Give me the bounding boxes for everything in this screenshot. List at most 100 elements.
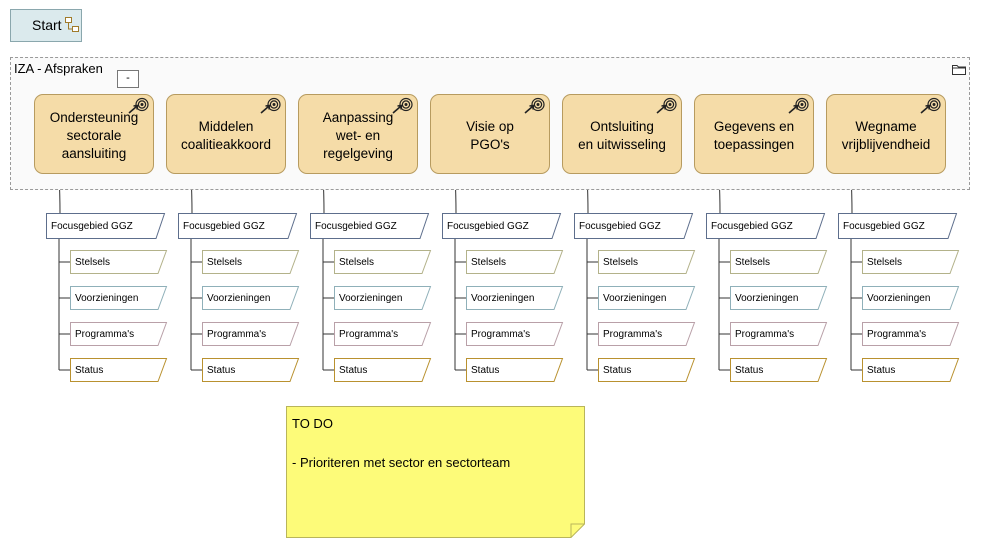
- goal-label: Visie op PGO's: [466, 119, 514, 152]
- item-note[interactable]: Stelsels: [202, 250, 300, 274]
- goal-box[interactable]: Gegevens en toepassingen: [694, 94, 814, 174]
- note-shape: [334, 358, 432, 382]
- note-label: Focusgebied GGZ: [711, 220, 793, 232]
- item-note[interactable]: Programma's: [730, 322, 828, 346]
- goal-box[interactable]: Visie op PGO's: [430, 94, 550, 174]
- item-note[interactable]: Programma's: [70, 322, 168, 346]
- note-shape: [862, 250, 960, 274]
- note-shape: [70, 358, 168, 382]
- item-note[interactable]: Status: [730, 358, 828, 382]
- item-note[interactable]: Stelsels: [862, 250, 960, 274]
- item-note[interactable]: Status: [202, 358, 300, 382]
- note-label: Voorzieningen: [735, 292, 799, 304]
- note-shape: [862, 286, 960, 310]
- focus-note[interactable]: Focusgebied GGZ: [442, 213, 562, 239]
- item-note[interactable]: Stelsels: [70, 250, 168, 274]
- note-label: Focusgebied GGZ: [447, 220, 529, 232]
- focus-note[interactable]: Focusgebied GGZ: [838, 213, 958, 239]
- focus-note[interactable]: Focusgebied GGZ: [178, 213, 298, 239]
- goal-label: Gegevens en toepassingen: [713, 119, 795, 152]
- goal-label: Middelen coalitieakkoord: [180, 119, 272, 152]
- start-label: Start: [32, 17, 62, 33]
- note-label: Programma's: [603, 328, 663, 340]
- todo-note-shape: [286, 406, 585, 538]
- goal-target-icon: [920, 97, 941, 114]
- note-label: Focusgebied GGZ: [843, 220, 925, 232]
- note-shape: [598, 286, 696, 310]
- note-label: Programma's: [207, 328, 267, 340]
- goal-box[interactable]: Ontsluiting en uitwisseling: [562, 94, 682, 174]
- note-shape: [46, 213, 166, 239]
- goal-label: Ontsluiting en uitwisseling: [578, 119, 666, 152]
- note-shape: [862, 358, 960, 382]
- note-label: Programma's: [339, 328, 399, 340]
- focus-note[interactable]: Focusgebied GGZ: [574, 213, 694, 239]
- note-shape: [202, 286, 300, 310]
- note-shape: [730, 322, 828, 346]
- note-shape: [466, 322, 564, 346]
- item-note[interactable]: Status: [598, 358, 696, 382]
- note-label: Focusgebied GGZ: [183, 220, 265, 232]
- item-note[interactable]: Stelsels: [598, 250, 696, 274]
- item-note[interactable]: Stelsels: [730, 250, 828, 274]
- start-node[interactable]: Start: [10, 9, 82, 42]
- focus-note[interactable]: Focusgebied GGZ: [310, 213, 430, 239]
- note-shape: [70, 322, 168, 346]
- note-shape: [598, 250, 696, 274]
- note-label: Status: [471, 364, 500, 376]
- note-shape: [730, 250, 828, 274]
- note-shape: [334, 250, 432, 274]
- note-label: Voorzieningen: [207, 292, 271, 304]
- goal-box[interactable]: Middelen coalitieakkoord: [166, 94, 286, 174]
- goal-target-icon: [788, 97, 809, 114]
- focus-note[interactable]: Focusgebied GGZ: [706, 213, 826, 239]
- note-shape: [466, 250, 564, 274]
- note-label: Focusgebied GGZ: [315, 220, 397, 232]
- item-note[interactable]: Voorzieningen: [202, 286, 300, 310]
- item-note[interactable]: Voorzieningen: [862, 286, 960, 310]
- note-label: Stelsels: [207, 256, 243, 268]
- goal-target-icon: [260, 97, 281, 114]
- note-shape: [442, 213, 562, 239]
- collapse-button[interactable]: -: [117, 70, 139, 88]
- item-note[interactable]: Stelsels: [334, 250, 432, 274]
- goal-box[interactable]: Ondersteuning sectorale aansluiting: [34, 94, 154, 174]
- item-note[interactable]: Status: [862, 358, 960, 382]
- item-note[interactable]: Status: [70, 358, 168, 382]
- note-label: Status: [207, 364, 236, 376]
- note-shape: [598, 322, 696, 346]
- item-note[interactable]: Status: [466, 358, 564, 382]
- note-shape: [70, 250, 168, 274]
- note-shape: [862, 322, 960, 346]
- item-note[interactable]: Voorzieningen: [466, 286, 564, 310]
- note-label: Stelsels: [471, 256, 507, 268]
- item-note[interactable]: Programma's: [466, 322, 564, 346]
- note-shape: [574, 213, 694, 239]
- note-label: Focusgebied GGZ: [579, 220, 661, 232]
- item-note[interactable]: Voorzieningen: [70, 286, 168, 310]
- note-label: Voorzieningen: [603, 292, 667, 304]
- goal-box[interactable]: Aanpassing wet- en regelgeving: [298, 94, 418, 174]
- note-label: Status: [603, 364, 632, 376]
- note-shape: [334, 322, 432, 346]
- item-note[interactable]: Programma's: [598, 322, 696, 346]
- todo-note[interactable]: TO DO - Prioriteren met sector en sector…: [286, 406, 585, 538]
- note-shape: [598, 358, 696, 382]
- goal-box[interactable]: Wegname vrijblijvendheid: [826, 94, 946, 174]
- item-note[interactable]: Programma's: [202, 322, 300, 346]
- item-note[interactable]: Voorzieningen: [730, 286, 828, 310]
- process-icon: [65, 17, 79, 32]
- note-shape: [706, 213, 826, 239]
- note-shape: [838, 213, 958, 239]
- item-note[interactable]: Stelsels: [466, 250, 564, 274]
- todo-text: TO DO - Prioriteren met sector en sector…: [292, 416, 511, 470]
- item-note[interactable]: Programma's: [862, 322, 960, 346]
- item-note[interactable]: Voorzieningen: [334, 286, 432, 310]
- item-note[interactable]: Programma's: [334, 322, 432, 346]
- focus-note[interactable]: Focusgebied GGZ: [46, 213, 166, 239]
- item-note[interactable]: Voorzieningen: [598, 286, 696, 310]
- note-shape: [466, 358, 564, 382]
- item-note[interactable]: Status: [334, 358, 432, 382]
- note-label: Status: [867, 364, 896, 376]
- note-label: Stelsels: [339, 256, 375, 268]
